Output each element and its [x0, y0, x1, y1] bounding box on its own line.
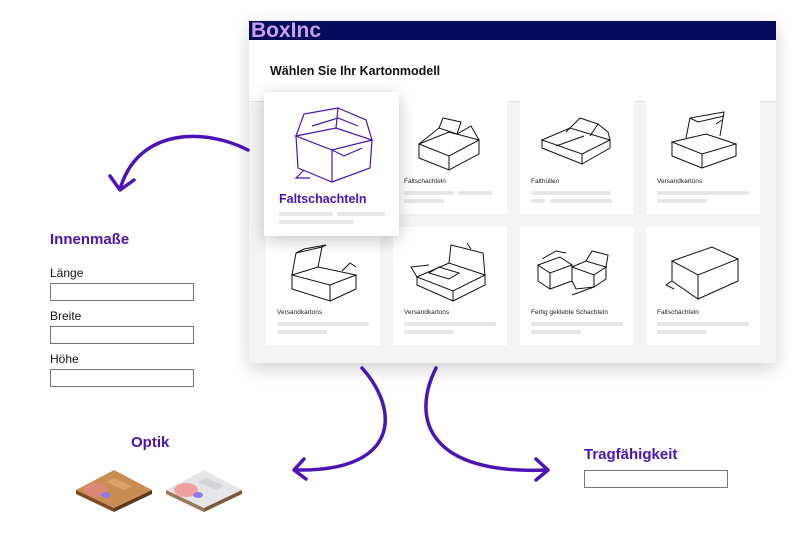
card-label: Faltschachteln: [657, 309, 699, 316]
dimensions-title: Innenmaße: [50, 231, 130, 248]
width-input[interactable]: [50, 326, 194, 344]
shipping-box-flaps-icon: [410, 242, 487, 302]
product-card-fertig-geklebte-schachteln[interactable]: Fertig geklebte Schachteln: [520, 227, 634, 345]
height-input[interactable]: [50, 369, 194, 387]
open-tray-box-icon: [665, 246, 740, 300]
product-card-versandkartons[interactable]: Versandkartons: [266, 227, 380, 345]
capacity-input[interactable]: [584, 470, 728, 488]
product-card-falthuellen[interactable]: Falthüllen: [520, 96, 634, 214]
card-label: Fertig geklebte Schachteln: [531, 309, 608, 316]
brand-logo[interactable]: BoxInc: [251, 19, 322, 42]
product-card-faltschachteln[interactable]: Faltschachteln: [393, 96, 507, 214]
page-title: Wählen Sie Ihr Kartonmodell: [270, 63, 441, 78]
page-header: Wählen Sie Ihr Kartonmodell: [249, 40, 776, 102]
arrow-to-capacity: [424, 366, 548, 472]
tuck-box-icon: [418, 117, 480, 171]
app-window: BoxInc Wählen Sie Ihr Kartonmodell Falts…: [249, 19, 776, 363]
glued-boxes-icon: [536, 250, 609, 296]
length-label: Länge: [50, 266, 84, 280]
top-bar: BoxInc: [249, 19, 776, 42]
product-card-versandkartons[interactable]: Versandkartons: [393, 227, 507, 345]
mailer-box-open-icon: [290, 244, 358, 302]
tuck-box-featured-icon: [293, 107, 375, 183]
sleeve-box-icon: [540, 117, 612, 165]
kraft-print-sample[interactable]: [74, 468, 154, 512]
arrowhead-optik: [292, 457, 308, 481]
capacity-title: Tragfähigkeit: [584, 446, 678, 463]
card-label: Falthüllen: [531, 178, 560, 185]
optik-title: Optik: [131, 434, 170, 451]
product-card-versandkartons[interactable]: Versandkartons: [646, 96, 760, 214]
arrow-to-optik: [294, 366, 387, 472]
arrowhead-dimensions: [108, 174, 136, 192]
width-label: Breite: [50, 309, 82, 323]
arrow-to-dimensions: [119, 134, 250, 188]
height-label: Höhe: [50, 352, 79, 366]
white-print-sample[interactable]: [164, 468, 244, 512]
mailer-box-icon: [670, 111, 738, 169]
card-label: Versandkartons: [277, 309, 323, 316]
product-card-faltschachteln[interactable]: Faltschachteln: [646, 227, 760, 345]
card-label: Versandkartons: [404, 309, 450, 316]
card-label: Versandkartons: [657, 178, 703, 185]
card-label: Faltschachteln: [404, 178, 446, 185]
length-input[interactable]: [50, 283, 194, 301]
featured-label: Faltschachteln: [279, 192, 367, 206]
featured-card-faltschachteln[interactable]: Faltschachteln: [264, 92, 399, 236]
arrowhead-capacity: [534, 457, 550, 482]
